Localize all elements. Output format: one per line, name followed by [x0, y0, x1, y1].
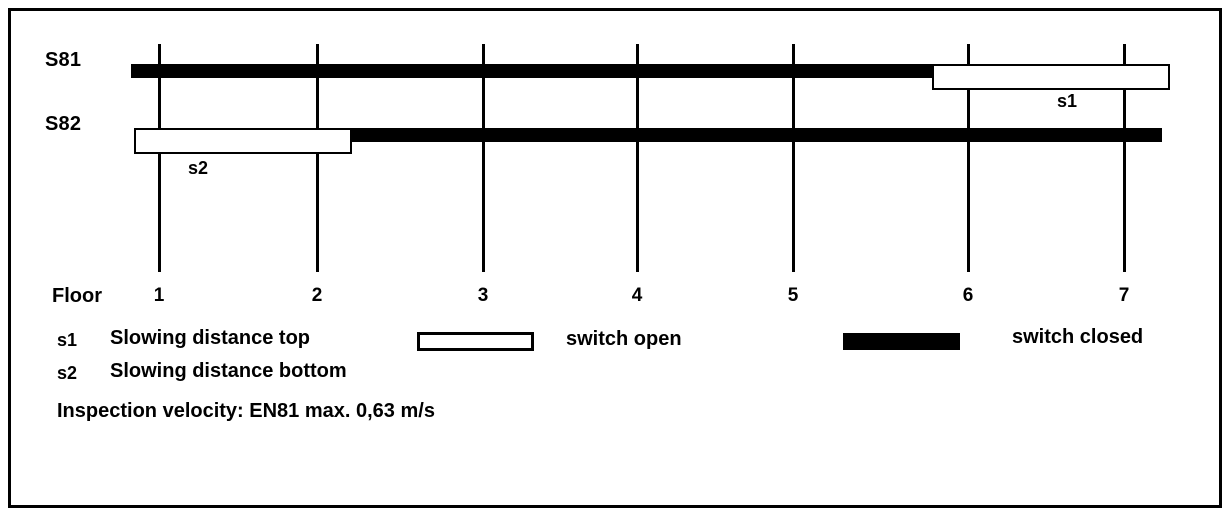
legend-description-s1: Slowing distance top [110, 327, 311, 349]
floor-label-6: 6 [962, 285, 974, 306]
gridline-floor-6 [967, 44, 970, 272]
legend-key-s2: s2 [57, 363, 78, 383]
floor-label-1: 1 [153, 285, 165, 306]
gridline-floor-7 [1123, 44, 1126, 272]
floor-label-4: 4 [631, 285, 643, 306]
segment-s82-open [134, 128, 352, 154]
legend-swatch-switch-open [417, 332, 534, 351]
inspection-velocity-note: Inspection velocity: EN81 max. 0,63 m/s [57, 400, 435, 422]
row-label-s81: S81 [45, 49, 82, 71]
gridline-floor-2 [316, 44, 319, 272]
segment-s82-closed [350, 128, 1162, 142]
slowing-distance-label-s2: s2 [188, 158, 209, 178]
gridline-floor-3 [482, 44, 485, 272]
outer-border [8, 8, 1222, 508]
floor-label-2: 2 [311, 285, 323, 306]
legend-label-switch-open: switch open [566, 328, 682, 350]
floor-label-7: 7 [1118, 285, 1130, 306]
gridline-floor-5 [792, 44, 795, 272]
segment-s81-open [932, 64, 1170, 90]
floor-label-3: 3 [477, 285, 489, 306]
slowing-distance-label-s1: s1 [1057, 91, 1078, 111]
legend-key-s1: s1 [57, 330, 78, 350]
legend-label-switch-closed: switch closed [1012, 326, 1144, 348]
gridline-floor-4 [636, 44, 639, 272]
legend-swatch-switch-closed [843, 333, 960, 350]
legend-description-s2: Slowing distance bottom [110, 360, 347, 382]
axis-title: Floor [52, 285, 102, 307]
row-label-s82: S82 [45, 113, 82, 135]
floor-label-5: 5 [787, 285, 799, 306]
gridline-floor-1 [158, 44, 161, 272]
segment-s81-closed [131, 64, 934, 78]
